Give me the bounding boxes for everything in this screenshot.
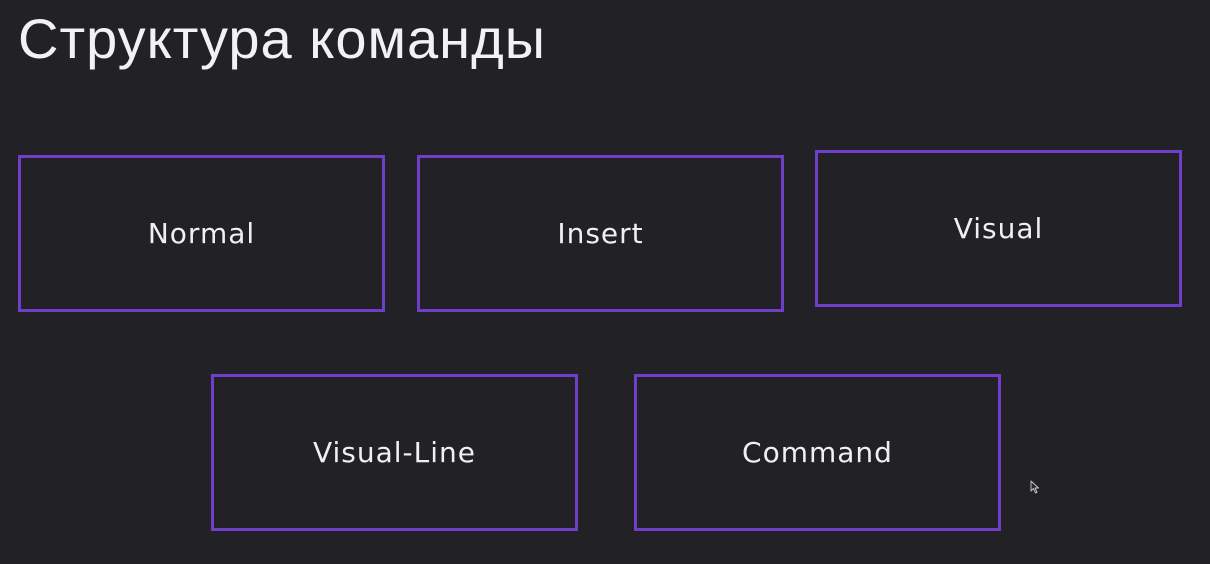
mode-box-command: Command — [634, 374, 1001, 531]
mode-box-visual-line: Visual-Line — [211, 374, 578, 531]
mode-box-normal: Normal — [18, 155, 385, 312]
mouse-pointer-icon — [1030, 480, 1039, 494]
mode-label-visual-line: Visual-Line — [312, 436, 477, 469]
mode-label-command: Command — [742, 436, 893, 469]
mode-label-normal: Normal — [147, 217, 256, 250]
mode-label-insert: Insert — [557, 217, 644, 250]
mode-label-visual: Visual — [953, 212, 1044, 245]
mode-box-insert: Insert — [417, 155, 784, 312]
slide-title: Структура команды — [18, 7, 546, 70]
mode-box-visual: Visual — [815, 150, 1182, 307]
